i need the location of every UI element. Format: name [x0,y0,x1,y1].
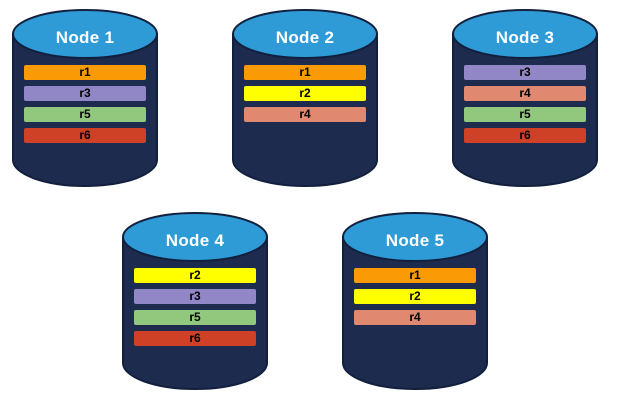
replica-list-3: r3 r4 r5 r6 [464,65,586,149]
node-cylinder-5[interactable]: Node 5 r1 r2 r4 [342,211,488,390]
node-cylinder-4[interactable]: Node 4 r2 r3 r5 r6 [122,211,268,390]
replica-bar[interactable]: r2 [354,289,476,304]
replica-bar[interactable]: r2 [134,268,256,283]
replica-list-1: r1 r3 r5 r6 [24,65,146,149]
replica-bar[interactable]: r5 [464,107,586,122]
node-cylinder-1[interactable]: Node 1 r1 r3 r5 r6 [12,8,158,187]
replica-bar[interactable]: r6 [134,331,256,346]
replica-bar[interactable]: r3 [24,86,146,101]
replica-bar[interactable]: r3 [134,289,256,304]
replica-list-2: r1 r2 r4 [244,65,366,128]
node-cylinder-2[interactable]: Node 2 r1 r2 r4 [232,8,378,187]
replica-bar[interactable]: r5 [24,107,146,122]
replica-list-5: r1 r2 r4 [354,268,476,331]
replica-bar[interactable]: r4 [244,107,366,122]
replica-bar[interactable]: r6 [24,128,146,143]
replica-list-4: r2 r3 r5 r6 [134,268,256,352]
replica-bar[interactable]: r5 [134,310,256,325]
replica-bar[interactable]: r1 [24,65,146,80]
replica-bar[interactable]: r4 [464,86,586,101]
node-cylinder-3[interactable]: Node 3 r3 r4 r5 r6 [452,8,598,187]
replica-bar[interactable]: r1 [244,65,366,80]
replica-bar[interactable]: r3 [464,65,586,80]
replica-bar[interactable]: r2 [244,86,366,101]
replica-bar[interactable]: r6 [464,128,586,143]
replica-bar[interactable]: r1 [354,268,476,283]
replica-bar[interactable]: r4 [354,310,476,325]
